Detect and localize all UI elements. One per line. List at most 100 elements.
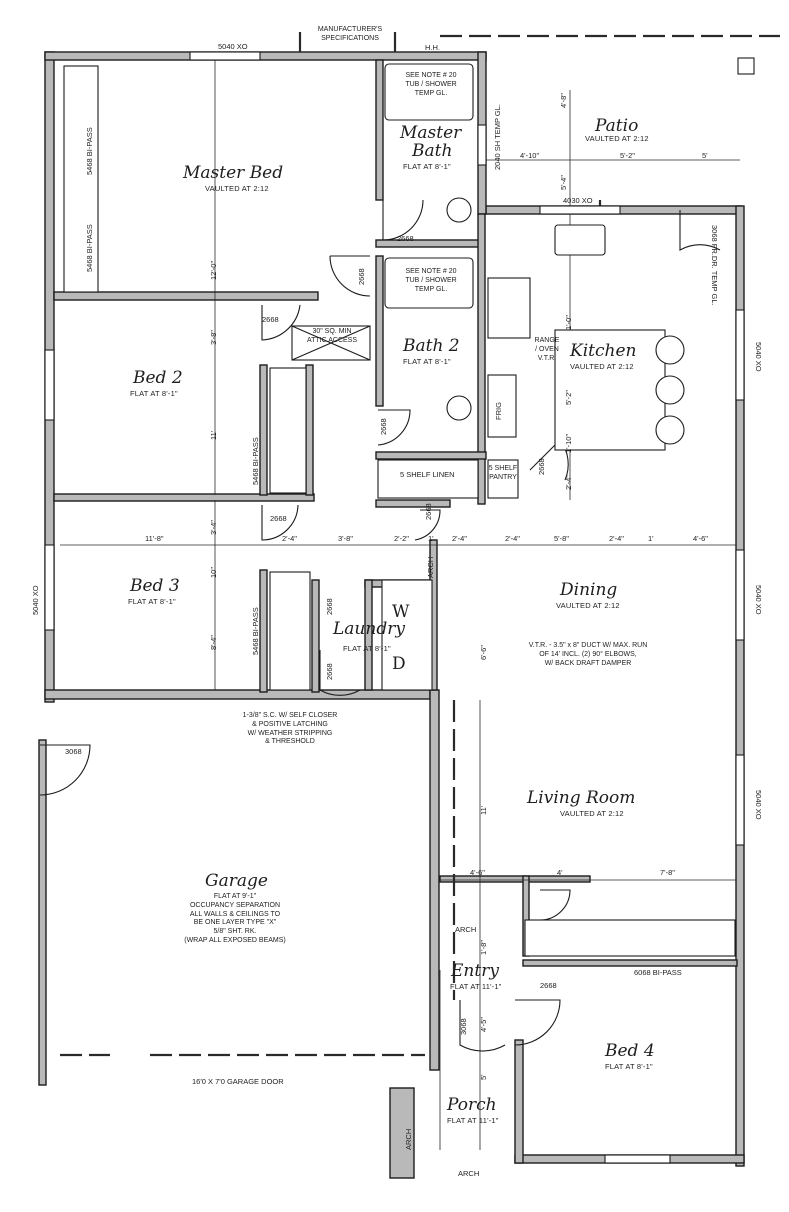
dim-master-v: 12'-0" xyxy=(209,260,218,280)
washer-label: W xyxy=(392,602,410,622)
bath2-ceiling: FLAT AT 8'-1" xyxy=(403,357,451,366)
dim-patio-c: 5' xyxy=(702,151,708,160)
bed4-name: Bed 4 xyxy=(605,1041,655,1061)
entry-name: Entry xyxy=(451,961,499,981)
bed3-name: Bed 3 xyxy=(130,576,180,596)
living-ceiling: VAULTED AT 2:12 xyxy=(560,809,624,818)
door-label-6: 2668 xyxy=(424,503,433,520)
door-label-9: 2668 xyxy=(325,663,334,680)
bed2-bypass: 5468 BI-PASS xyxy=(251,437,260,485)
dim-kit-v4: 2'-4" xyxy=(564,475,573,490)
dim-row-a: 11'-8" xyxy=(145,534,164,543)
frig-label: FRIG xyxy=(494,402,503,420)
dim-entry-a: 4'-6" xyxy=(470,868,485,877)
dim-row-e: 1' xyxy=(428,534,434,543)
porch-name: Porch xyxy=(447,1095,497,1115)
window-top-label: 5040 XO xyxy=(218,42,248,51)
master-bypass-2: 5468 BI-PASS xyxy=(85,224,94,272)
garage-door-label: 16'0 X 7'0 GARAGE DOOR xyxy=(192,1077,284,1086)
master-bath-ceiling: FLAT AT 8'-1" xyxy=(403,162,451,171)
door-closer-note: 1-3/8" S.C. W/ SELF CLOSER& POSITIVE LAT… xyxy=(242,712,338,746)
window-left-bed3: 5040 XO xyxy=(31,585,40,615)
interior-walls xyxy=(53,59,738,1179)
living-name: Living Room xyxy=(527,788,636,808)
dining-ceiling: VAULTED AT 2:12 xyxy=(556,601,620,610)
garage-side-door-label: 3068 xyxy=(65,747,82,756)
dim-entry-v2: 4'-5" xyxy=(479,1017,488,1032)
linen-label: 5 SHELF LINEN xyxy=(400,470,455,479)
windows xyxy=(44,51,745,1164)
door-label-1: 2668 xyxy=(397,234,414,243)
fr-door-label: 3068 FR.DR. TEMP GL. xyxy=(710,225,719,306)
dim-bed2-v2: 3'-8" xyxy=(209,330,218,345)
laundry-ceiling: FLAT AT 8'-1" xyxy=(343,644,391,653)
door-label-2: 2668 xyxy=(357,268,366,285)
door-label-10: 2668 xyxy=(540,981,557,990)
dim-dining-v: 6'-6" xyxy=(479,645,488,660)
dim-living-v: 11' xyxy=(479,805,488,815)
dryer-label: D xyxy=(392,654,406,674)
dim-patio-h: 4'-8" xyxy=(559,93,568,108)
dim-row-c: 3'-8" xyxy=(338,534,353,543)
entry-ceiling: FLAT AT 11'-1" xyxy=(450,982,502,991)
bed2-ceiling: FLAT AT 8'-1" xyxy=(130,389,178,398)
arch-label-1: ARCH xyxy=(426,556,435,578)
window-kitchen-label: 4030 XO xyxy=(563,196,593,205)
laundry-name: Laundry xyxy=(333,619,405,639)
kitchen-ceiling: VAULTED AT 2:12 xyxy=(570,362,634,371)
garage-name: Garage xyxy=(205,871,268,891)
fixtures xyxy=(63,57,755,957)
dim-patio-a: 4'-10" xyxy=(520,151,540,160)
master-bath-name-2: Bath xyxy=(412,141,453,161)
bed4-ceiling: FLAT AT 8'-1" xyxy=(605,1062,653,1071)
hh-label: H.H. xyxy=(425,43,440,52)
dining-name: Dining xyxy=(560,580,618,600)
door-label-4: 2668 xyxy=(379,418,388,435)
arch-label-2: ARCH xyxy=(455,925,477,934)
window-right-3: 5040 XO xyxy=(754,790,763,820)
arch-label-3: ARCH xyxy=(404,1128,413,1150)
dim-entry-c: 7'-8" xyxy=(660,868,675,877)
door-label-5: 2668 xyxy=(270,514,287,523)
patio-ceiling: VAULTED AT 2:12 xyxy=(585,134,649,143)
entry-door-label: 3068 xyxy=(459,1018,468,1035)
dim-bed3-v3: 10" xyxy=(209,566,218,578)
dim-row-h: 5'-8" xyxy=(554,534,569,543)
bed4-bypass: 6068 BI-PASS xyxy=(634,968,682,977)
bed2-name: Bed 2 xyxy=(133,368,183,388)
dim-row-g: 2'-4" xyxy=(505,534,520,543)
dim-bed3-v1: 3'-4" xyxy=(209,520,218,535)
bath-window-label: 2040 SH TEMP GL. xyxy=(493,103,502,170)
dim-row-d: 2'-2" xyxy=(394,534,409,543)
door-label-3: 2668 xyxy=(262,315,279,324)
window-right-1: 5040 XO xyxy=(754,342,763,372)
master-bed-ceiling: VAULTED AT 2:12 xyxy=(205,184,269,193)
doors xyxy=(39,199,721,1052)
door-label-8: 2668 xyxy=(325,598,334,615)
dim-row-f: 2'-4" xyxy=(452,534,467,543)
dim-patio-b: 5'-2" xyxy=(620,151,635,160)
dim-row-b: 2'-4" xyxy=(282,534,297,543)
dim-bed3-v2: 8'-4" xyxy=(209,635,218,650)
dim-row-k: 4'-6" xyxy=(693,534,708,543)
dim-row-i: 2'-4" xyxy=(609,534,624,543)
dim-kit-v5: 1'-10" xyxy=(564,433,573,453)
beam-lines xyxy=(60,32,780,1057)
kitchen-name: Kitchen xyxy=(570,341,637,361)
dim-entry-b: 4' xyxy=(557,868,563,877)
master-bypass-1: 5468 BI-PASS xyxy=(85,127,94,175)
bath2-name: Bath 2 xyxy=(403,336,460,356)
dim-patio-v: 5'-4" xyxy=(559,175,568,190)
arch-label-4: ARCH xyxy=(458,1169,480,1178)
dim-kit-v2: 1'-0" xyxy=(564,315,573,330)
dim-porch-v: 5' xyxy=(479,1074,488,1080)
